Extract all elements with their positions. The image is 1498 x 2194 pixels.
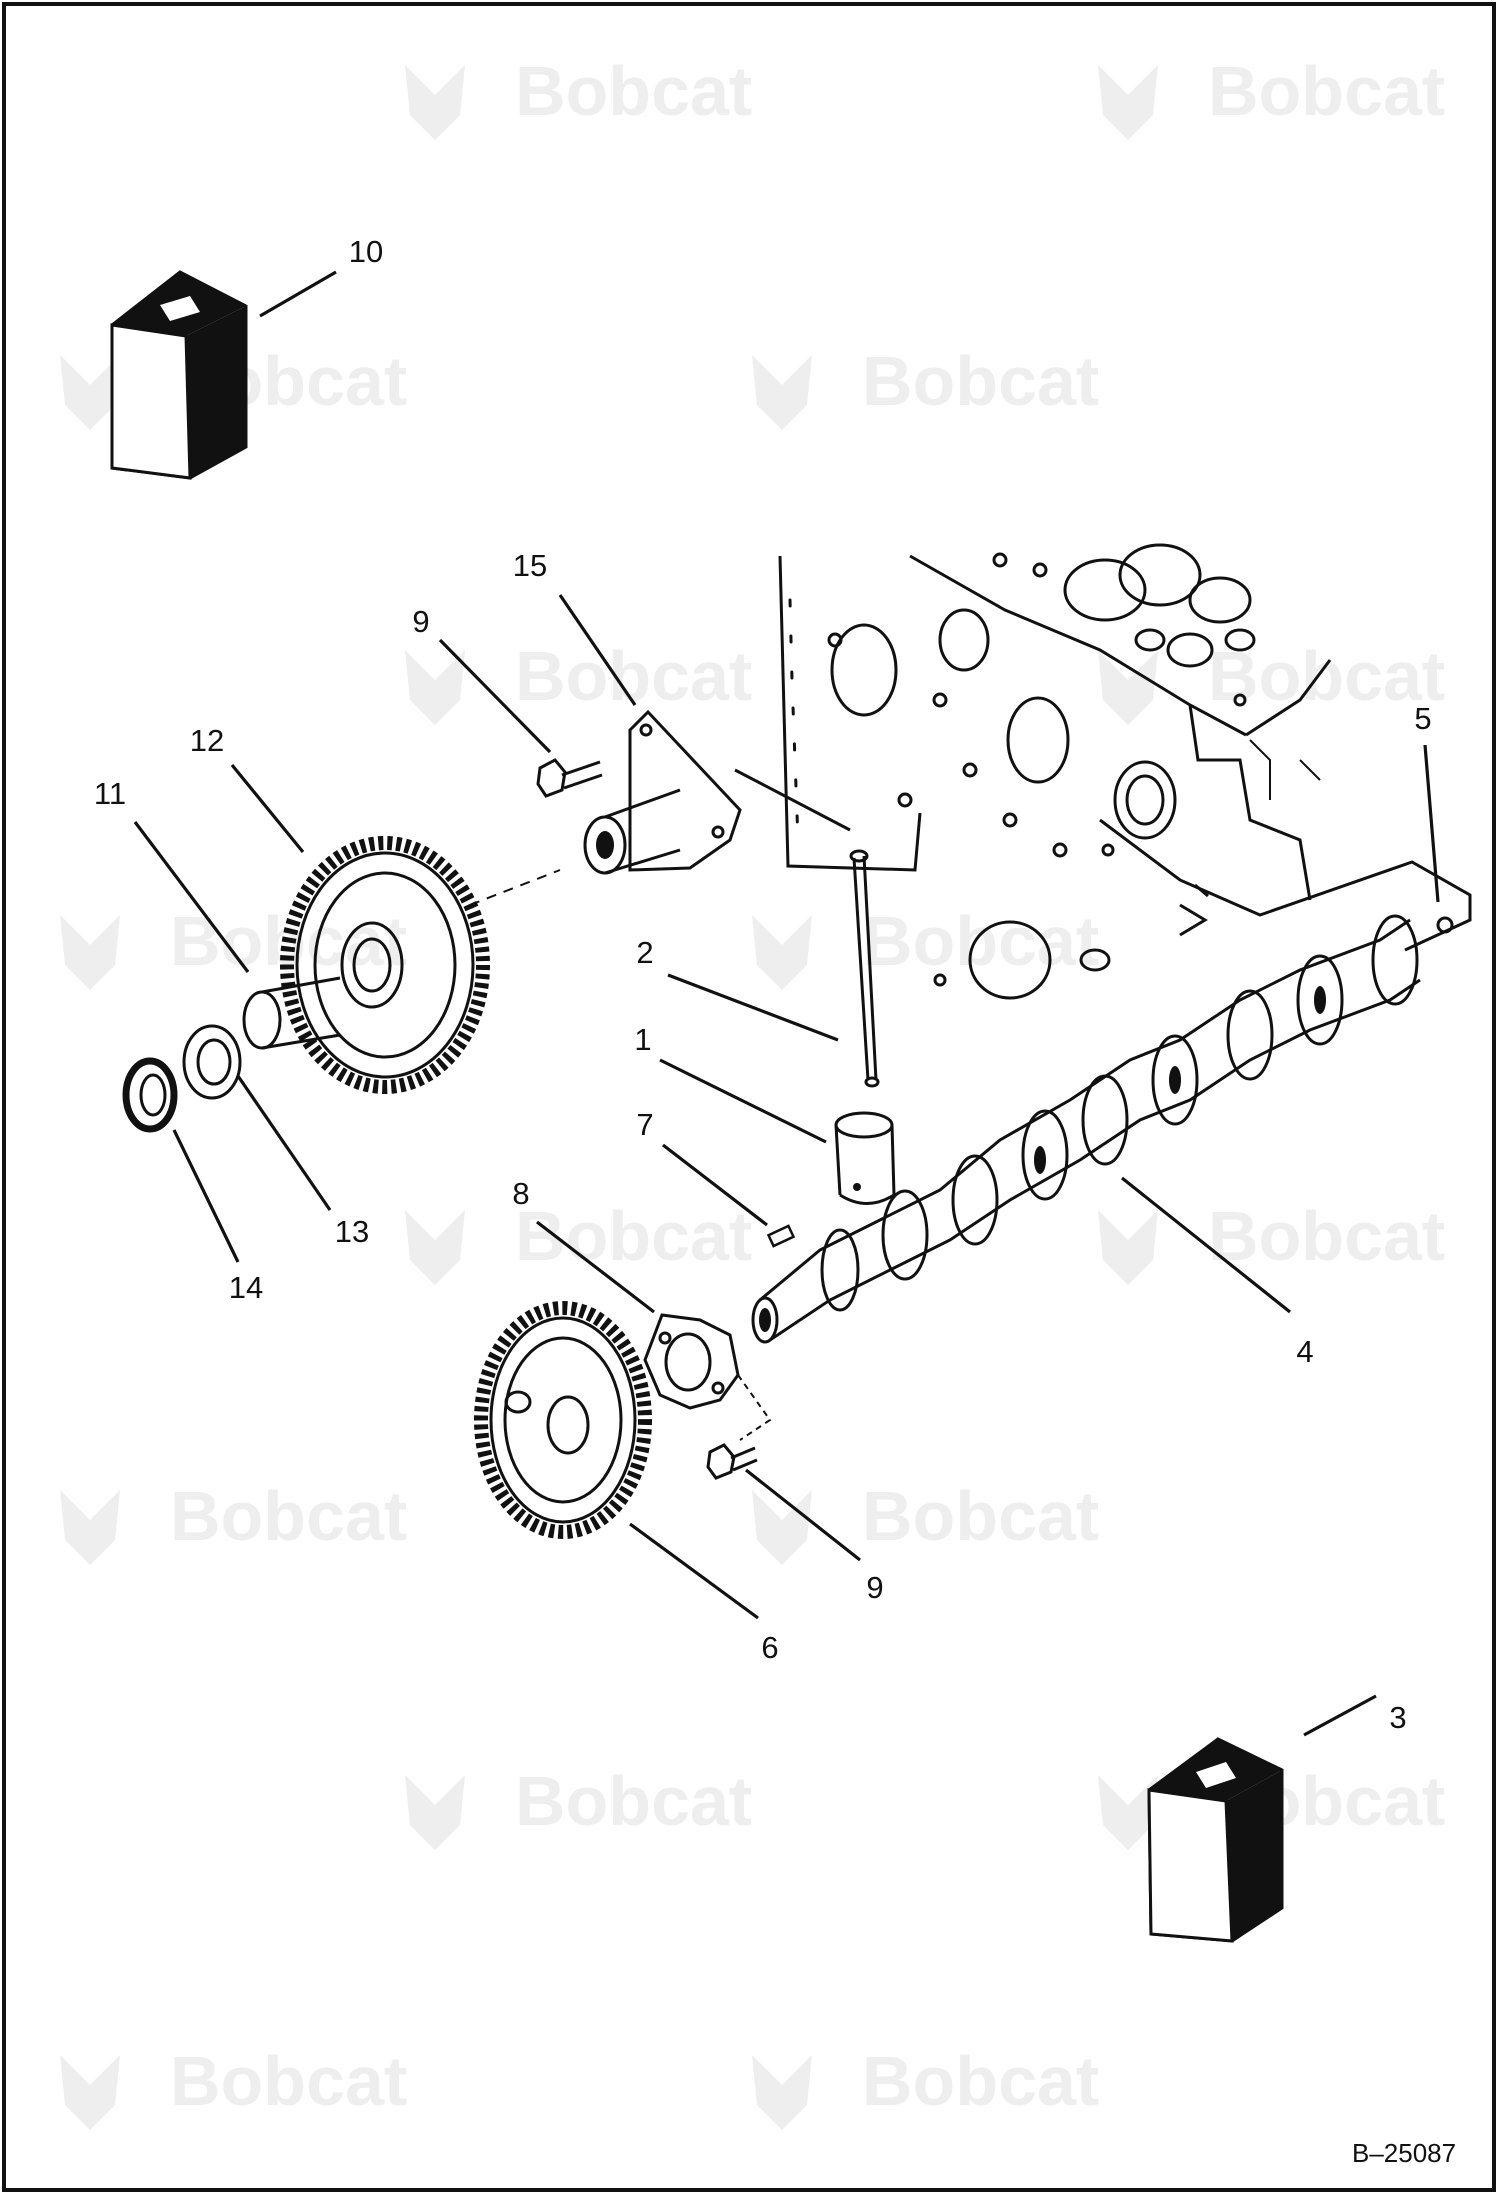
part-1-tappet — [834, 1111, 896, 1205]
callout-13: 13 — [335, 1214, 369, 1249]
part-10-kit-box — [110, 270, 248, 480]
watermark-logo: Bobcat — [752, 342, 1099, 430]
part-15-idler-shaft — [583, 709, 742, 875]
callout-3: 3 — [1389, 1700, 1406, 1735]
leader-11 — [133, 821, 250, 973]
watermark-logo: Bobcat — [405, 52, 752, 140]
watermark-logo: Bobcat — [405, 637, 752, 725]
leader-7 — [662, 1143, 768, 1227]
leader-15 — [558, 594, 637, 706]
watermark-logo: Bobcat — [1098, 1197, 1445, 1285]
leader-8 — [536, 1220, 655, 1314]
callout-10: 10 — [349, 234, 383, 269]
watermark-text: Bobcat — [170, 2042, 407, 2120]
leader-13 — [236, 1075, 332, 1211]
callout-labels: 10 15 9 12 11 5 2 1 7 8 13 14 4 9 6 3 — [94, 234, 1432, 1735]
watermark-text: Bobcat — [862, 342, 1099, 420]
part-4-camshaft — [751, 914, 1421, 1344]
leader-1 — [659, 1058, 827, 1144]
callout-9-lower: 9 — [866, 1570, 883, 1605]
engine-block — [734, 543, 1472, 1000]
part-12-idler-gear — [280, 836, 561, 1094]
part-2-push-rod — [849, 849, 880, 1088]
callout-1: 1 — [634, 1022, 651, 1057]
part-7-key — [766, 1224, 796, 1248]
part-11-bushing — [242, 976, 341, 1050]
part-6-cam-gear — [474, 1301, 652, 1539]
leader-2 — [667, 973, 839, 1042]
leader-12 — [230, 763, 305, 854]
leader-4 — [1121, 1176, 1291, 1314]
watermark-logo: Bobcat — [60, 2042, 407, 2130]
leader-9-upper — [438, 638, 552, 754]
part-9-bolt-lower — [706, 1443, 758, 1480]
leader-lines — [133, 270, 1440, 1737]
watermark-text: Bobcat — [1208, 1197, 1445, 1275]
watermark-logo: Bobcat — [405, 1762, 752, 1850]
part-14-snap-ring — [122, 1057, 178, 1133]
figure-reference: B–25087 — [1352, 2138, 1456, 2168]
callout-12: 12 — [190, 723, 224, 758]
watermark-logo: Bobcat — [1098, 52, 1445, 140]
watermark-logo: Bobcat — [405, 1197, 752, 1285]
leader-3 — [1303, 1694, 1377, 1737]
watermark-text: Bobcat — [862, 902, 1099, 980]
callout-5: 5 — [1414, 701, 1431, 736]
leader-6 — [629, 1522, 759, 1620]
callout-6: 6 — [761, 1630, 778, 1665]
callout-11: 11 — [94, 776, 126, 811]
watermark-text: Bobcat — [515, 1197, 752, 1275]
leader-5 — [1423, 744, 1440, 903]
callout-9-upper: 9 — [412, 604, 429, 639]
watermark-text: Bobcat — [862, 2042, 1099, 2120]
watermark-logo: Bobcat — [752, 2042, 1099, 2130]
callout-4: 4 — [1296, 1334, 1313, 1369]
callout-15: 15 — [513, 548, 547, 583]
callout-2: 2 — [636, 935, 653, 970]
callout-7: 7 — [636, 1107, 653, 1142]
watermark-logo: Bobcat — [752, 902, 1099, 990]
leader-14 — [172, 1129, 240, 1263]
part-3-kit-box — [1147, 1737, 1284, 1943]
watermark-logo: Bobcat — [752, 1477, 1099, 1565]
callout-14: 14 — [229, 1270, 263, 1305]
watermark-text: Bobcat — [1208, 52, 1445, 130]
leader-9-lower — [745, 1468, 861, 1562]
part-8-thrust-plate — [643, 1313, 772, 1441]
watermark-text: Bobcat — [862, 1477, 1099, 1555]
watermark-text: Bobcat — [170, 1477, 407, 1555]
callout-8: 8 — [512, 1176, 529, 1211]
part-13-thrust-washer — [182, 1024, 242, 1100]
watermark-text: Bobcat — [515, 1762, 752, 1840]
watermark-logo: Bobcat — [60, 1477, 407, 1565]
watermark-text: Bobcat — [515, 52, 752, 130]
leader-10 — [259, 270, 337, 318]
part-9-bolt-upper — [536, 758, 603, 798]
